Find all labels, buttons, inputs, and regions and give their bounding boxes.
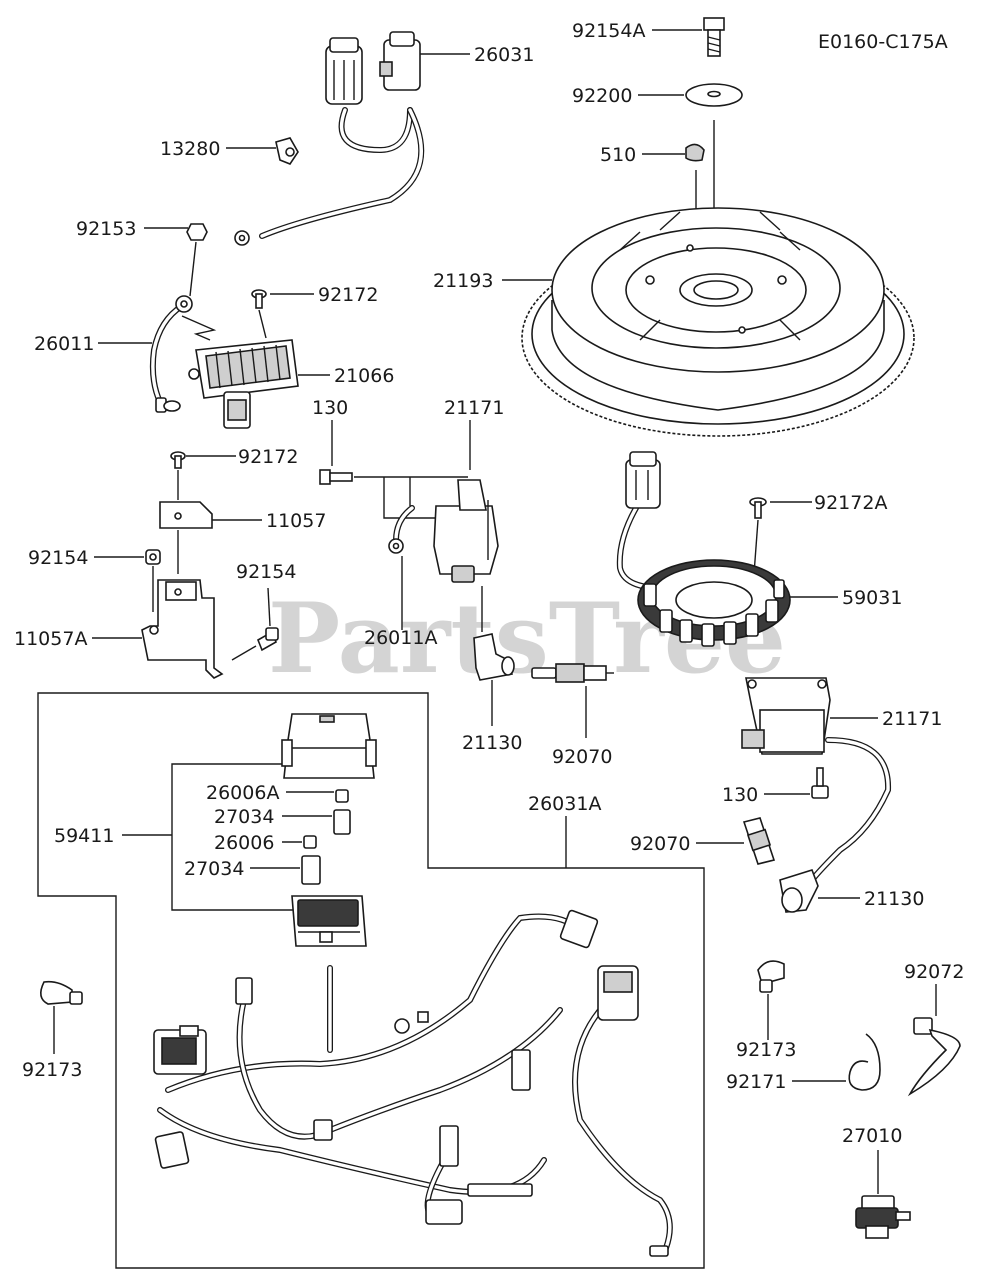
part-92070-spark-plug-right[interactable] bbox=[742, 817, 776, 865]
part-13280-clamp[interactable] bbox=[275, 137, 299, 165]
part-21193-flywheel[interactable] bbox=[521, 207, 915, 437]
label-92154-right: 92154 bbox=[236, 561, 296, 583]
label-21171-top: 21171 bbox=[444, 397, 504, 419]
part-59031-stator[interactable] bbox=[616, 451, 791, 647]
label-92172A: 92172A bbox=[814, 492, 887, 514]
label-59411: 59411 bbox=[54, 825, 114, 847]
label-26006A: 26006A bbox=[206, 782, 279, 804]
label-26031A: 26031A bbox=[528, 793, 601, 815]
part-130-bolt-top[interactable] bbox=[319, 469, 353, 485]
label-21193: 21193 bbox=[433, 270, 493, 292]
part-59411-fuse-box-cover[interactable] bbox=[281, 713, 377, 779]
label-92154A: 92154A bbox=[572, 20, 645, 42]
part-92171-clip[interactable] bbox=[848, 1033, 881, 1091]
part-92172-screw-mid[interactable] bbox=[170, 451, 186, 469]
part-21171-ignition-coil-right[interactable] bbox=[741, 677, 892, 883]
part-92154-bolt-right[interactable] bbox=[256, 627, 279, 652]
fuse-box-callout-bracket bbox=[171, 763, 296, 911]
label-27034-a: 27034 bbox=[214, 806, 274, 828]
part-26031-lead-harness[interactable] bbox=[234, 31, 425, 246]
label-92070-right: 92070 bbox=[630, 833, 690, 855]
part-21130-plug-cap-mid[interactable] bbox=[473, 633, 515, 681]
label-21066: 21066 bbox=[334, 365, 394, 387]
part-92173-clamp-right[interactable] bbox=[757, 960, 785, 993]
part-21130-plug-cap-right[interactable] bbox=[779, 869, 819, 913]
part-92173-clamp-left[interactable] bbox=[40, 980, 83, 1005]
part-27034-relay-a[interactable] bbox=[333, 809, 351, 835]
label-92072: 92072 bbox=[904, 961, 964, 983]
label-26011: 26011 bbox=[34, 333, 94, 355]
label-92172-top: 92172 bbox=[318, 284, 378, 306]
label-13280: 13280 bbox=[160, 138, 220, 160]
label-130-right: 130 bbox=[722, 784, 758, 806]
part-59411-fuse-box-base[interactable] bbox=[291, 895, 367, 947]
part-92172A-screw[interactable] bbox=[749, 497, 767, 519]
label-92154-left: 92154 bbox=[28, 547, 88, 569]
label-92172-mid: 92172 bbox=[238, 446, 298, 468]
part-92172-screw-top[interactable] bbox=[251, 289, 267, 309]
label-26011A: 26011A bbox=[364, 627, 437, 649]
part-11057-cover[interactable] bbox=[159, 501, 213, 529]
label-21130-mid: 21130 bbox=[462, 732, 522, 754]
part-92070-spark-plug-mid[interactable] bbox=[531, 663, 614, 683]
label-92200: 92200 bbox=[572, 85, 632, 107]
part-26011-ground-lead[interactable] bbox=[149, 295, 193, 413]
label-92153: 92153 bbox=[76, 218, 136, 240]
part-92153-nut[interactable] bbox=[186, 223, 208, 241]
part-27010-oil-pressure-switch[interactable] bbox=[855, 1195, 911, 1239]
part-21066-regulator[interactable] bbox=[188, 339, 299, 429]
harness-callout-box bbox=[37, 692, 705, 1269]
part-26011A-lead[interactable] bbox=[388, 505, 415, 554]
part-26006-fuse[interactable] bbox=[303, 835, 317, 849]
part-27034-relay-b[interactable] bbox=[301, 855, 321, 885]
part-92200-washer[interactable] bbox=[685, 83, 743, 107]
label-510: 510 bbox=[600, 144, 636, 166]
label-27010: 27010 bbox=[842, 1125, 902, 1147]
label-27034-b: 27034 bbox=[184, 858, 244, 880]
label-92171: 92171 bbox=[726, 1071, 786, 1093]
label-92173-left: 92173 bbox=[22, 1059, 82, 1081]
part-21171-ignition-coil[interactable] bbox=[433, 479, 499, 632]
part-11057A-bracket[interactable] bbox=[141, 579, 224, 679]
label-26006: 26006 bbox=[214, 832, 274, 854]
label-92173-right: 92173 bbox=[736, 1039, 796, 1061]
label-130-top: 130 bbox=[312, 397, 348, 419]
part-92072-cable-tie[interactable] bbox=[907, 1017, 961, 1097]
part-92154A-bolt[interactable] bbox=[703, 17, 725, 57]
part-510-key[interactable] bbox=[685, 143, 705, 162]
part-26031A-main-harness[interactable] bbox=[153, 909, 673, 1257]
label-26031: 26031 bbox=[474, 44, 534, 66]
label-11057: 11057 bbox=[266, 510, 326, 532]
label-11057A: 11057A bbox=[14, 628, 87, 650]
part-130-bolt-right[interactable] bbox=[811, 767, 829, 799]
diagram-code: E0160-C175A bbox=[818, 31, 948, 53]
label-92070-mid: 92070 bbox=[552, 746, 612, 768]
part-92154-nut-left[interactable] bbox=[145, 549, 161, 565]
label-21130-right: 21130 bbox=[864, 888, 924, 910]
part-26006A-fuse[interactable] bbox=[335, 789, 349, 803]
label-59031: 59031 bbox=[842, 587, 902, 609]
label-21171-right: 21171 bbox=[882, 708, 942, 730]
